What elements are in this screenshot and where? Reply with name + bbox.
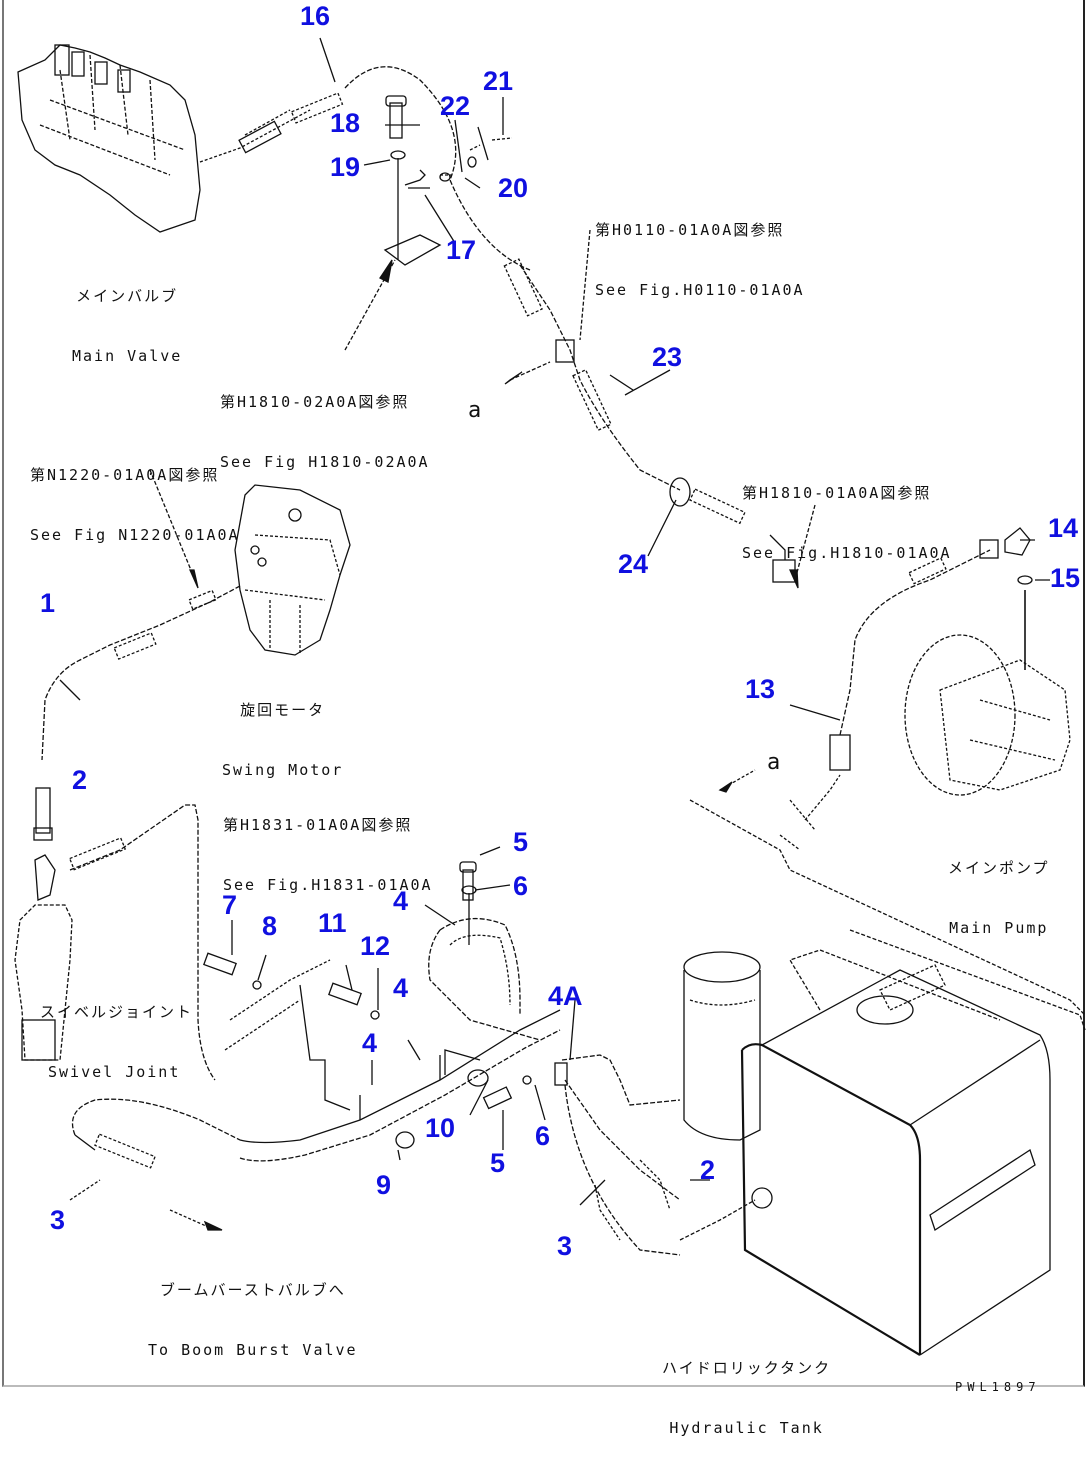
part-number: 20	[498, 173, 529, 203]
part-number: 2	[700, 1155, 716, 1185]
reference-note: 第H0110-01A0A図参照 See Fig.H0110-01A0A	[595, 221, 805, 299]
part-number: 23	[652, 342, 683, 372]
part-number: 11	[318, 908, 347, 938]
part-number: 18	[330, 108, 361, 138]
filter-illustration	[683, 951, 761, 1141]
part-number: 3	[50, 1205, 66, 1235]
part-number: 8	[262, 911, 278, 941]
part-number: 19	[330, 152, 361, 182]
part-number: 24	[618, 549, 649, 579]
part-number: 13	[745, 674, 776, 704]
swing-motor-illustration	[234, 484, 351, 656]
part-number: 6	[535, 1121, 551, 1151]
swivel-joint-illustration	[14, 854, 73, 1061]
caption-hydraulic-tank: ハイドロリックタンク Hydraulic Tank	[662, 1359, 832, 1437]
main-pump-illustration	[904, 590, 1071, 796]
drawing-code: PWL1897	[955, 1380, 1041, 1394]
part-number: 7	[222, 890, 238, 920]
part-number: 6	[513, 871, 529, 901]
caption-boom-burst-valve: ブームバーストバルブへ To Boom Burst Valve	[148, 1281, 358, 1359]
part-number: 10	[425, 1113, 456, 1143]
connector-marker-a: a	[767, 750, 781, 775]
part-number: 17	[446, 235, 477, 265]
line-drawing	[14, 37, 1086, 1356]
part-number: 21	[483, 66, 514, 96]
caption-swing-motor: 旋回モータ Swing Motor	[222, 701, 344, 779]
drawing-frame	[2, 0, 1085, 1387]
caption-main-valve: メインバルブ Main Valve	[72, 287, 183, 365]
part-number: 5	[513, 827, 529, 857]
part-number: 4	[393, 886, 409, 916]
part-number: 5	[490, 1148, 506, 1178]
caption-main-pump: メインポンプ Main Pump	[948, 859, 1050, 937]
part-number: 22	[440, 91, 471, 121]
connector-marker-a: a	[468, 398, 482, 423]
part-number: 3	[557, 1231, 573, 1261]
part-number: 2	[72, 765, 88, 795]
reference-note: 第H1831-01A0A図参照 See Fig.H1831-01A0A	[223, 816, 433, 894]
hydraulic-tank-illustration	[740, 929, 1086, 1356]
part-number: 9	[376, 1170, 392, 1200]
caption-swivel-joint: スイベルジョイント Swivel Joint	[40, 1003, 194, 1081]
reference-note: 第H1810-01A0A図参照 See Fig.H1810-01A0A	[742, 484, 952, 562]
part-number: 14	[1048, 513, 1079, 543]
part-number: 4	[393, 973, 409, 1003]
part-number: 4A	[548, 981, 583, 1011]
part-number: 12	[360, 931, 391, 961]
main-valve-illustration	[17, 44, 344, 233]
reference-note: 第N1220-01A0A図参照 See Fig N1220-01A0A	[30, 466, 240, 544]
reference-note: 第H1810-02A0A図参照 See Fig H1810-02A0A	[220, 393, 430, 471]
part-number: 15	[1050, 563, 1081, 593]
part-number: 1	[40, 588, 56, 618]
part-number: 4	[362, 1028, 378, 1058]
part-number: 16	[300, 1, 331, 31]
